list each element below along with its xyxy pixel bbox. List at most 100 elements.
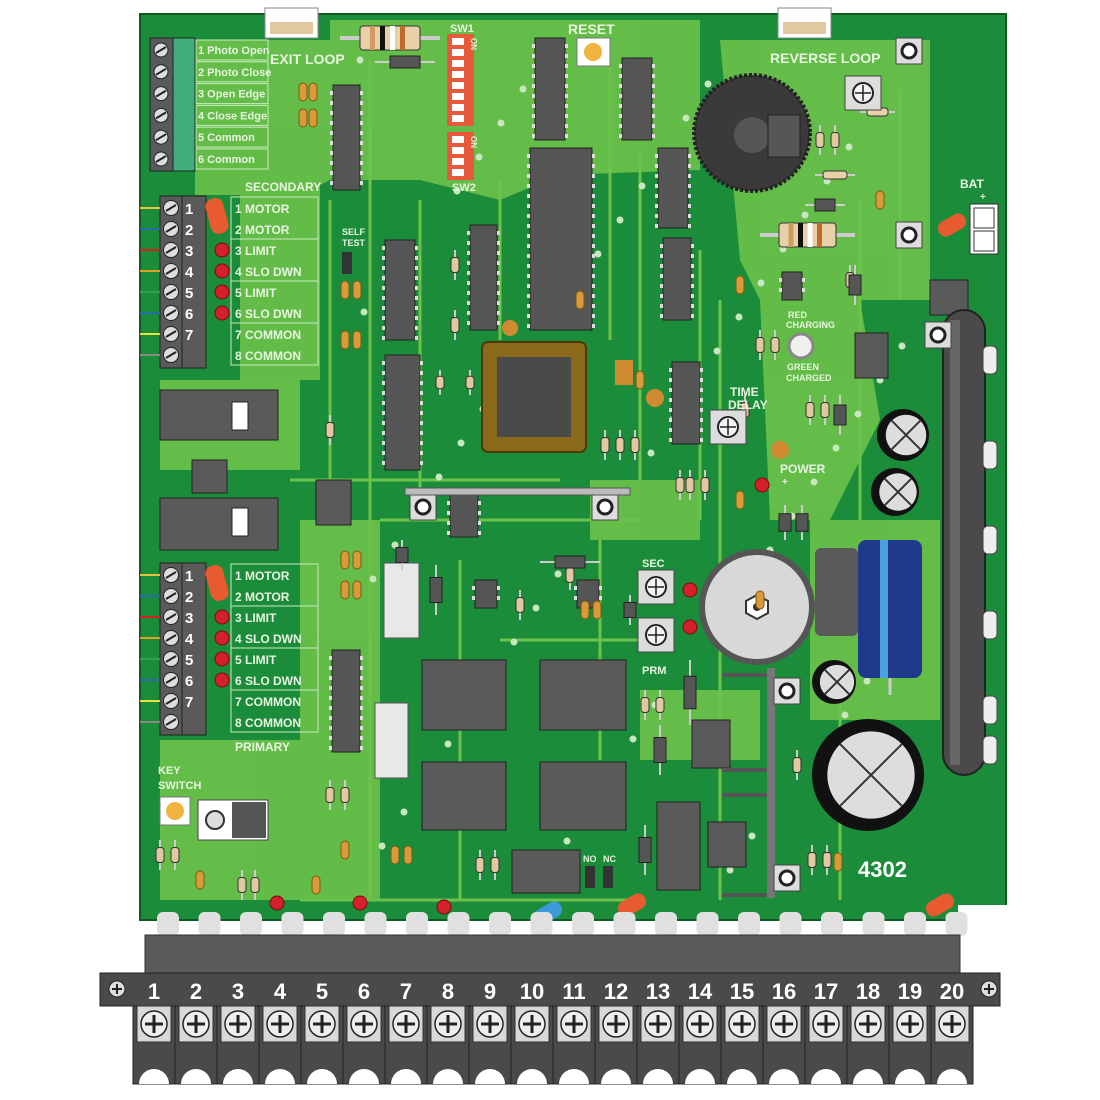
ic-pin — [652, 64, 655, 68]
dip-switch-key[interactable] — [452, 158, 464, 165]
wire-entry — [601, 1069, 631, 1084]
ic-pin — [360, 706, 363, 710]
dip-switch-key[interactable] — [452, 93, 464, 100]
ic-pin — [360, 141, 363, 145]
ic-pin — [700, 428, 703, 432]
edge-contact — [613, 912, 636, 936]
ic-pin — [592, 174, 595, 178]
ic-pin — [652, 134, 655, 138]
dip-switch-key[interactable] — [452, 115, 464, 122]
edge-contact — [738, 912, 760, 936]
ic-pin — [447, 521, 450, 525]
no-jumper[interactable] — [585, 866, 595, 888]
via — [629, 735, 637, 743]
photo-terminal-label: 4 Close Edge — [198, 110, 267, 122]
ic-pin — [527, 264, 530, 268]
reset-button[interactable] — [576, 37, 611, 67]
dip-switch-key[interactable] — [452, 147, 464, 154]
relay — [315, 479, 352, 526]
photo-terminal-block[interactable] — [149, 37, 196, 172]
label-box — [195, 126, 269, 148]
capacitor-vent — [884, 478, 912, 506]
screw-slot — [165, 697, 177, 705]
ic-pin — [329, 666, 332, 670]
screw-slot — [859, 1015, 877, 1033]
dip-switch-key[interactable] — [452, 169, 464, 176]
ic-pin — [382, 421, 385, 425]
potentiometers[interactable] — [637, 75, 882, 653]
ic-pin — [467, 251, 470, 255]
capacitor — [617, 893, 647, 917]
power-plus-label: + — [782, 477, 788, 488]
relay — [159, 389, 279, 441]
resistor — [515, 597, 525, 613]
ic-pin — [415, 286, 418, 290]
ic-pin — [497, 291, 500, 295]
nc-jumper[interactable] — [603, 866, 613, 888]
ic-pin — [329, 656, 332, 660]
dip-switch-key[interactable] — [452, 60, 464, 67]
ic-pin — [527, 204, 530, 208]
right-mount-screw — [980, 980, 998, 998]
ic-chip — [621, 57, 653, 141]
nut — [982, 525, 998, 555]
ic-pin — [467, 231, 470, 235]
led — [214, 609, 230, 625]
dip-switch-key[interactable] — [452, 71, 464, 78]
ic-pin — [467, 241, 470, 245]
sw1-dip-switch[interactable] — [447, 34, 474, 126]
exit-loop-connector[interactable] — [264, 7, 319, 39]
ic-pin — [467, 261, 470, 265]
reverse-loop-connector[interactable] — [777, 7, 832, 39]
ic-pin — [619, 64, 622, 68]
battery-connector[interactable] — [969, 203, 999, 255]
sw2-dip-switch[interactable] — [447, 132, 474, 180]
ic-pin — [660, 294, 663, 298]
wire-entry — [559, 1069, 589, 1084]
edge-contact — [447, 912, 470, 936]
terminal-body — [159, 562, 207, 736]
ic-pin — [619, 124, 622, 128]
via — [841, 711, 849, 719]
dip-switch-key[interactable] — [452, 136, 464, 143]
regulator-post — [767, 668, 775, 898]
dip-switch-key[interactable] — [452, 104, 464, 111]
terminal-number: 7 — [400, 979, 412, 1004]
buzzer — [692, 73, 812, 193]
screw-slot — [397, 1015, 415, 1033]
via — [726, 866, 734, 874]
key-switch-button[interactable] — [159, 796, 191, 826]
ic-pin — [360, 716, 363, 720]
terminal-label: 7 COMMON — [235, 328, 301, 342]
ic-pin — [652, 74, 655, 78]
via — [554, 570, 562, 578]
via — [563, 837, 571, 845]
ic-pin — [329, 706, 332, 710]
terminal-label: 8 COMMON — [235, 716, 301, 730]
ic-pin — [497, 271, 500, 275]
ceramic-capacitor — [735, 275, 745, 295]
self-test-jumper[interactable] — [342, 252, 352, 274]
diode — [389, 55, 421, 69]
capacitor-vent — [839, 743, 903, 807]
ic-pin — [382, 451, 385, 455]
ic-pin — [497, 281, 500, 285]
ic-pin — [360, 696, 363, 700]
dip-switch-key[interactable] — [452, 38, 464, 45]
dip-switch-key[interactable] — [452, 49, 464, 56]
ic-pin — [420, 381, 423, 385]
edge-contact — [281, 912, 304, 936]
no-label: NO — [583, 854, 597, 864]
self-test-label-2: TEST — [342, 238, 366, 248]
ic-chip — [534, 37, 566, 141]
led — [214, 305, 230, 321]
ic-pin — [497, 251, 500, 255]
screw-slot — [165, 571, 177, 579]
dip-switch-key[interactable] — [452, 82, 464, 89]
screw-slot — [565, 1015, 583, 1033]
resistor-band — [798, 223, 803, 247]
ceramic-capacitor — [352, 550, 362, 570]
